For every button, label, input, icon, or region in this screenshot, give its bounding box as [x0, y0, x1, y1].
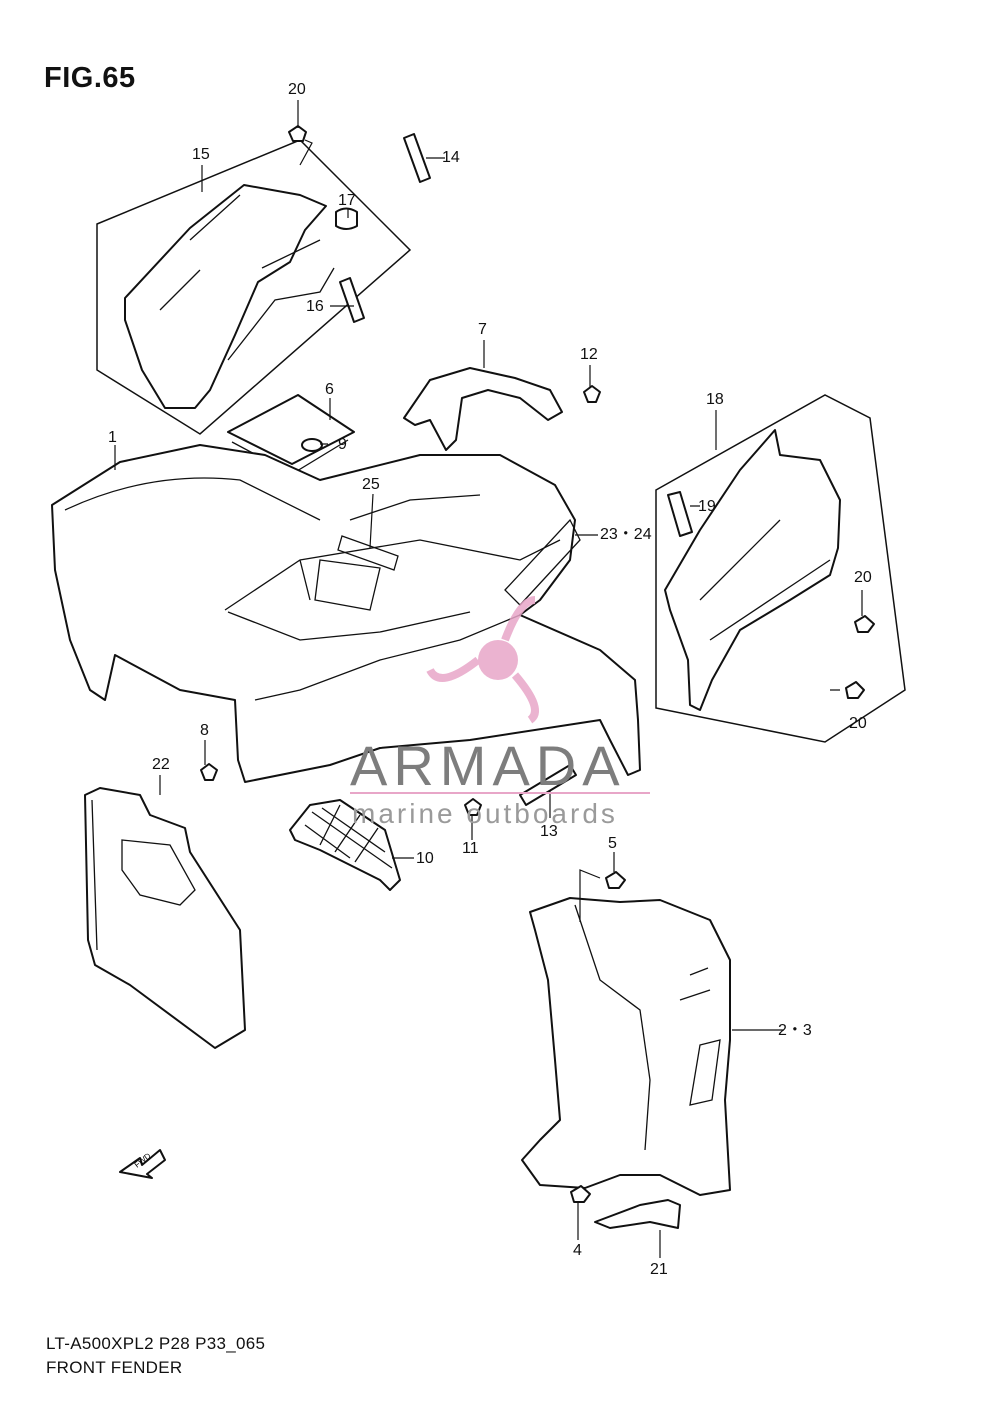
leader-lines	[114, 100, 863, 1258]
callout-23-24: 23・24	[600, 526, 652, 543]
part-7-bracket	[403, 367, 563, 451]
logo-hub	[478, 640, 518, 680]
callout-13: 13	[540, 823, 558, 840]
part-10-mesh	[304, 804, 393, 869]
part-2-3-mud-guard	[521, 897, 731, 1196]
callout-5: 5	[608, 835, 617, 852]
part-20-screw-right-b	[845, 681, 865, 699]
part-5-screw	[605, 871, 626, 889]
part-8-screw	[200, 763, 218, 781]
watermark-tagline: marine outboards	[352, 798, 618, 829]
callout-20: 20	[288, 81, 306, 98]
watermark-logo	[426, 596, 539, 724]
part-1-front-fender	[51, 444, 641, 783]
callout-6: 6	[325, 381, 334, 398]
callout-18: 18	[706, 391, 724, 408]
callout-16: 16	[306, 298, 324, 315]
part-1-contours	[64, 477, 561, 701]
callout-10: 10	[416, 850, 434, 867]
part-25-label	[337, 535, 399, 571]
callout-4: 4	[573, 1242, 582, 1259]
logo-blade-1	[501, 596, 536, 642]
callout-19: 19	[698, 498, 716, 515]
part-15-side-cover	[124, 184, 327, 409]
part-21-strip	[594, 1199, 681, 1229]
part-16-strip	[339, 277, 365, 323]
part-10-grille	[289, 799, 401, 891]
logo-blade-3	[511, 672, 539, 724]
callout-12: 12	[580, 346, 598, 363]
part-23-24-emblem	[504, 518, 581, 606]
part-11-screw	[464, 798, 482, 816]
part-13-strip	[519, 764, 577, 806]
fwd-arrow-icon: FWD	[119, 1149, 166, 1179]
callout-8: 8	[200, 722, 209, 739]
callout-17: 17	[338, 192, 356, 209]
callout-2-3: 2・3	[778, 1022, 812, 1039]
callout-21: 21	[650, 1261, 668, 1278]
callout-1: 1	[108, 429, 117, 446]
callout-14: 14	[442, 149, 460, 166]
part-17-grommet	[335, 207, 358, 230]
part-15-detail	[159, 194, 335, 361]
callout-20-right-a: 20	[854, 569, 872, 586]
figure-title: FIG.65	[44, 62, 136, 94]
part-2-3-contours	[574, 904, 721, 1151]
callout-25: 25	[362, 476, 380, 493]
part-14-strip	[403, 133, 431, 183]
part-18-side-cover	[664, 429, 841, 711]
callout-22: 22	[152, 756, 170, 773]
part-12-screw	[583, 385, 601, 403]
logo-blade-2	[426, 656, 481, 682]
section-name: FRONT FENDER	[46, 1358, 183, 1377]
watermark-brand: ARMADA	[350, 734, 626, 797]
part-22-panel	[84, 787, 246, 1049]
callout-9: 9	[338, 436, 347, 453]
group-box-right	[655, 394, 906, 743]
part-22-cutout	[91, 799, 196, 951]
callout-7: 7	[478, 321, 487, 338]
part-20-screw-right-a	[854, 615, 875, 633]
part-1-pocket	[314, 559, 381, 611]
part-19-strip	[667, 491, 693, 537]
part-18-detail	[699, 519, 831, 641]
callout-11: 11	[462, 840, 479, 857]
part-20-screw-top	[288, 125, 307, 142]
part-9-grommet	[301, 438, 323, 452]
group-box-left	[96, 139, 412, 435]
model-code: LT-A500XPL2 P28 P33_065	[46, 1334, 266, 1353]
part-4-screw	[570, 1185, 591, 1203]
callout-15: 15	[192, 146, 210, 163]
callout-20-right-b: 20	[849, 715, 867, 732]
